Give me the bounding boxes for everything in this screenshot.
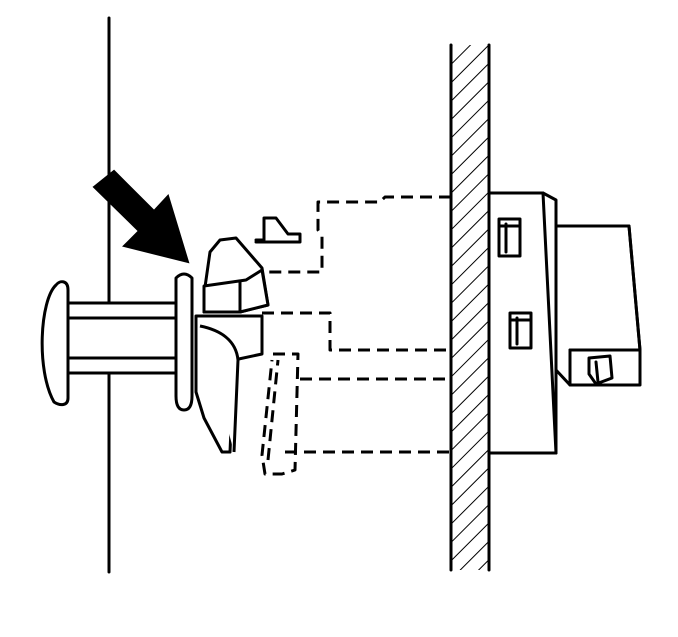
pointer-arrow xyxy=(92,169,190,264)
plunger xyxy=(40,280,182,407)
switch-housing-hidden xyxy=(260,195,451,476)
latch-window-top xyxy=(497,217,522,258)
plunger-shaft xyxy=(66,301,182,375)
release-tab xyxy=(254,216,302,244)
plunger-head xyxy=(40,280,70,407)
connector-block xyxy=(554,224,642,387)
switch-front xyxy=(194,216,302,454)
connector-socket xyxy=(587,354,614,386)
switch-body xyxy=(487,191,558,455)
latch-window-bottom xyxy=(508,311,533,350)
retainer-clip xyxy=(174,272,194,412)
bracket-wall xyxy=(449,43,491,572)
